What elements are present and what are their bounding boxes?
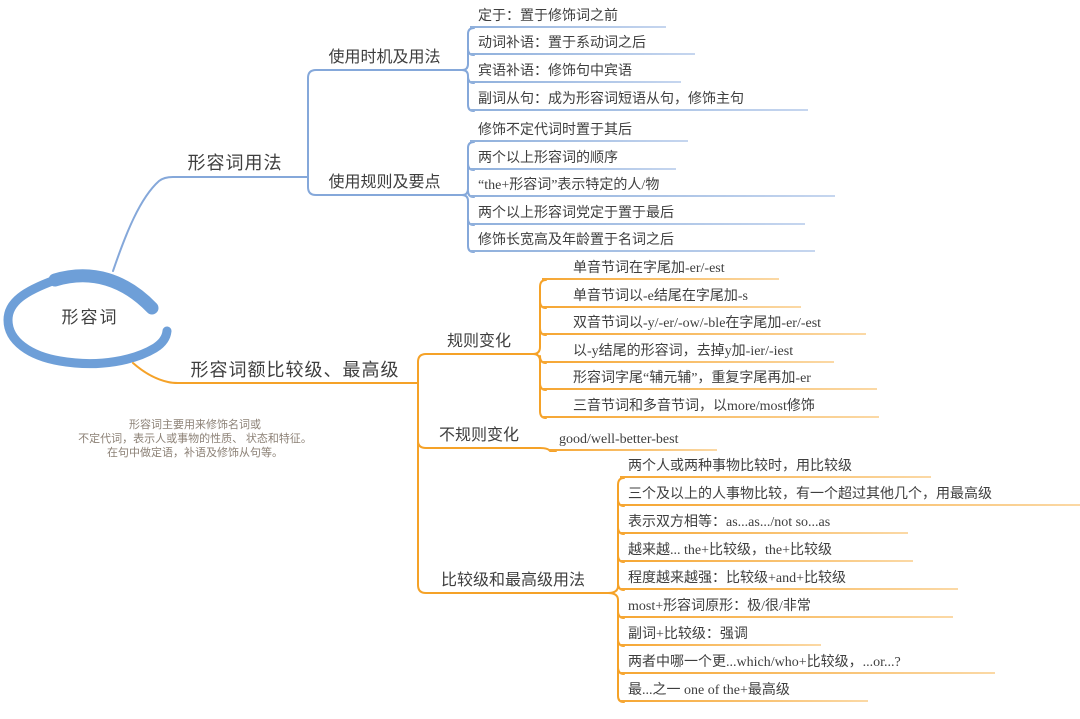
note-line: 不定代词，表示人或事物的性质、 状态和特征。 (78, 433, 312, 445)
leaf-node[interactable]: 修饰不定代词时置于其后 (470, 122, 688, 142)
leaf-node[interactable]: 程度越来越强：比较级+and+比较级 (620, 570, 958, 590)
leaf-node[interactable]: 定于：置于修饰词之前 (470, 8, 666, 28)
subtopic-comparative-usage[interactable]: 比较级和最高级用法 (440, 572, 585, 589)
subtopic-irregular-change[interactable]: 不规则变化 (438, 427, 519, 444)
note-line: 在句中做定语，补语及修饰从句等。 (107, 447, 283, 459)
subtopic-usage-rules[interactable]: 使用规则及要点 (328, 174, 441, 191)
root-ellipse-sketch (3, 269, 172, 369)
leaf-node[interactable]: “the+形容词”表示特定的人/物 (470, 177, 835, 197)
leaf-node[interactable]: 越来越... the+比较级，the+比较级 (620, 542, 913, 562)
leaf-node[interactable]: 三音节词和多音节词，以more/most修饰 (542, 398, 879, 418)
branch-usage-title[interactable]: 形容词用法 (187, 153, 283, 173)
leaf-node[interactable]: most+形容词原形：极/很/非常 (620, 598, 953, 618)
leaf-node[interactable]: 修饰长宽高及年龄置于名词之后 (470, 232, 815, 252)
leaf-node[interactable]: 动词补语：置于系动词之后 (470, 35, 695, 55)
leaf-node[interactable]: 两个以上形容词党定于置于最后 (470, 205, 805, 225)
subtopic-usage-timing[interactable]: 使用时机及用法 (328, 49, 441, 66)
leaf-node[interactable]: 副词+比较级：强调 (620, 626, 821, 646)
branch-comparative-title[interactable]: 形容词额比较级、最高级 (190, 360, 400, 380)
blue-branch-wires (112, 27, 475, 272)
leaf-node[interactable]: 三个及以上的人事物比较，有一个超过其他几个，用最高级 (620, 486, 1080, 506)
subtopic-regular-change[interactable]: 规则变化 (446, 333, 511, 350)
leaf-node[interactable]: 以-y结尾的形容词，去掉y加-ier/-iest (542, 343, 834, 363)
leaf-node[interactable]: 宾语补语：修饰句中宾语 (470, 63, 681, 83)
leaf-node[interactable]: 副词从句：成为形容词短语从句，修饰主句 (470, 91, 808, 111)
leaf-node[interactable]: 单音节词以-e结尾在字尾加-s (542, 288, 801, 308)
leaf-node[interactable]: 双音节词以-y/-er/-ow/-ble在字尾加-er/-est (542, 315, 866, 335)
note-text: 形容词主要用来修饰名词或 不定代词，表示人或事物的性质、 状态和特征。 在句中做… (45, 418, 345, 460)
leaf-node[interactable]: 两个人或两种事物比较时，用比较级 (620, 458, 931, 478)
leaf-node[interactable]: 形容词字尾“辅元辅”，重复字尾再加-er (542, 370, 877, 390)
leaf-node[interactable]: 两个以上形容词的顺序 (470, 150, 676, 170)
root-node[interactable]: 形容词 (61, 308, 119, 327)
leaf-node[interactable]: 最...之一 one of the+最高级 (620, 682, 868, 702)
leaf-node[interactable]: 两者中哪一个更...which/who+比较级，...or...? (620, 654, 995, 674)
leaf-node[interactable]: good/well-better-best (549, 431, 717, 451)
note-line: 形容词主要用来修饰名词或 (129, 419, 261, 431)
leaf-node[interactable]: 表示双方相等：as...as.../not so...as (620, 514, 908, 534)
leaf-node[interactable]: 单音节词在字尾加-er/-est (542, 260, 779, 280)
